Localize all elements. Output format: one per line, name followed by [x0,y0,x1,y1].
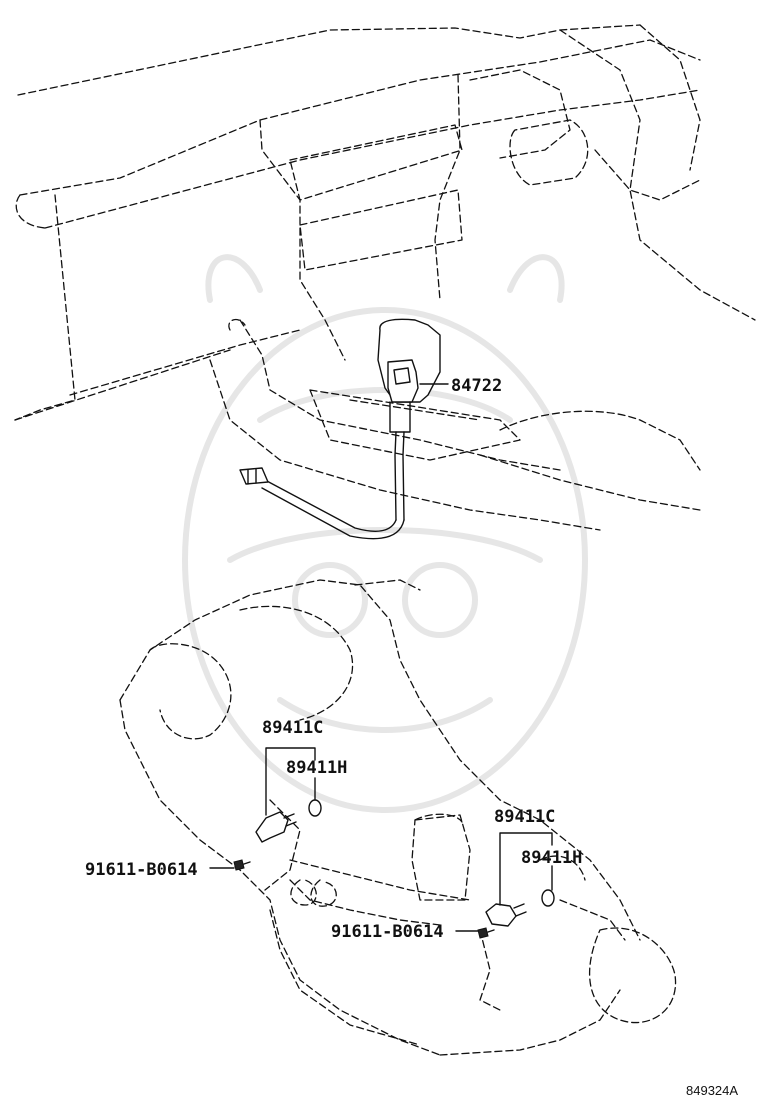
label-91611-b0614-lower: 91611-B0614 [331,922,444,942]
speed-sensor-upper [233,799,322,871]
reference-code: 849324A [686,1083,738,1098]
shift-switch-assembly [239,318,441,540]
leader-lines [209,383,553,932]
label-89411c-lower: 89411C [494,807,555,827]
label-89411h-upper: 89411H [286,758,347,778]
label-89411h-lower: 89411H [521,848,582,868]
label-84722: 84722 [451,376,502,396]
watermark-emblem [182,254,588,813]
transmission-outline [119,579,677,1056]
label-89411c-upper: 89411C [262,718,323,738]
dashboard-outline [14,24,756,531]
label-91611-b0614-upper: 91611-B0614 [85,860,198,880]
speed-sensor-lower [477,889,555,939]
